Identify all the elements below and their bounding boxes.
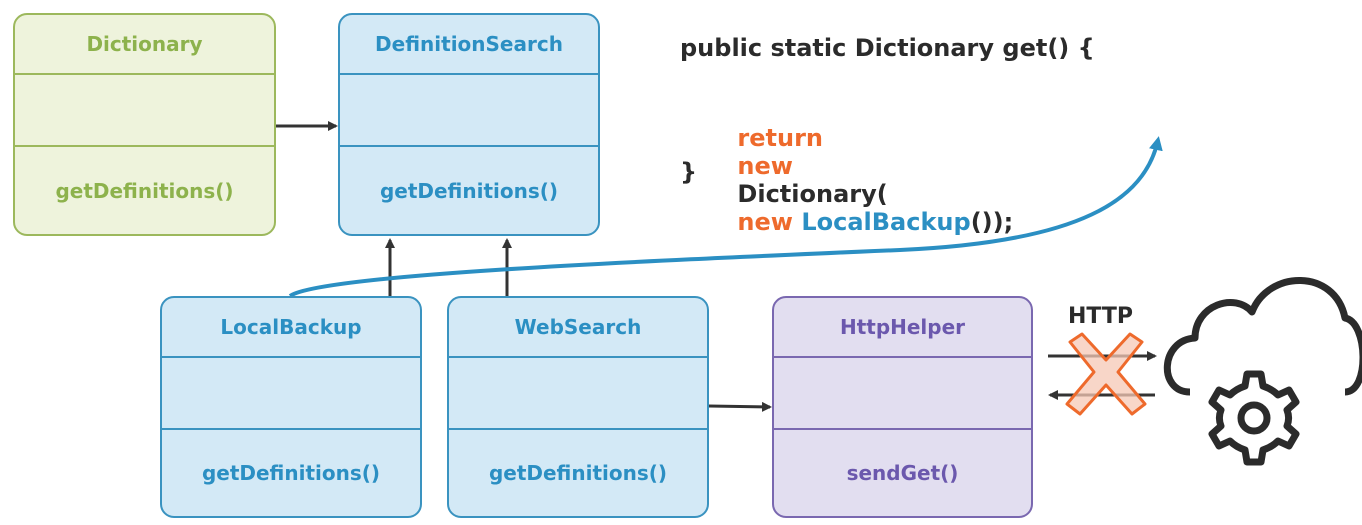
code-text: ()); (970, 208, 1014, 236)
class-name: HttpHelper (839, 315, 966, 339)
class-attributes (449, 356, 707, 430)
code-line-1: public static Dictionary get() { (680, 34, 1095, 62)
class-websearch: WebSearch getDefinitions() (447, 296, 709, 518)
blocked-x-icon (1065, 332, 1147, 416)
class-attributes (162, 356, 420, 430)
localbackup-to-code-curve (288, 136, 1163, 298)
class-attributes (15, 73, 274, 147)
class-localbackup: LocalBackup getDefinitions() (160, 296, 422, 518)
class-methods: getDefinitions() (55, 178, 234, 203)
class-name: LocalBackup (220, 315, 362, 339)
class-httphelper: HttpHelper sendGet() (772, 296, 1033, 518)
class-methods: getDefinitions() (488, 461, 668, 485)
code-line-2: return new Dictionary( new LocalBackup()… (704, 96, 1013, 264)
class-name: WebSearch (514, 315, 642, 339)
class-methods: sendGet() (846, 461, 959, 485)
class-name: Dictionary (86, 32, 203, 56)
websearch-to-httphelper-arrow (708, 401, 772, 412)
code-line-3: } (680, 158, 698, 186)
class-attributes (340, 73, 598, 147)
type-localbackup: LocalBackup (801, 208, 971, 236)
class-dictionary: Dictionary getDefinitions() (13, 13, 276, 236)
keyword-new: new (737, 152, 793, 180)
code-text: Dictionary( (737, 180, 888, 208)
http-label: HTTP (1068, 304, 1134, 329)
keyword-new: new (737, 208, 793, 236)
cloud-gear-icon (1163, 277, 1362, 466)
class-name: DefinitionSearch (375, 32, 563, 56)
class-attributes (774, 356, 1031, 430)
class-methods: getDefinitions() (379, 178, 559, 203)
keyword-return: return (737, 124, 824, 152)
class-definitionsearch: DefinitionSearch getDefinitions() (338, 13, 600, 236)
class-methods: getDefinitions() (201, 461, 381, 485)
